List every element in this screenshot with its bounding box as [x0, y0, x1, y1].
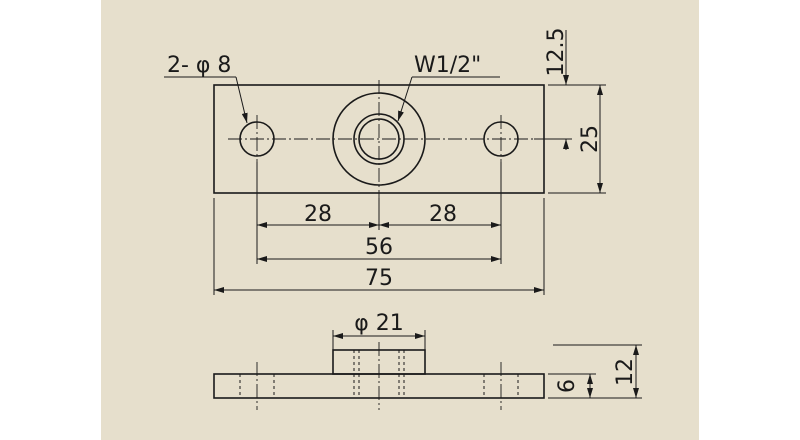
dim-text-12: 12	[613, 358, 638, 386]
dim-text-56: 56	[365, 235, 393, 260]
thread-callout-label: W1/2"	[414, 53, 481, 78]
dim-text-12-5: 12.5	[544, 28, 569, 77]
dim-text-6: 6	[555, 379, 580, 393]
dim-text-28-right: 28	[429, 202, 457, 227]
hole-callout-label: 2- φ 8	[167, 53, 231, 78]
dim-text-28-left: 28	[304, 202, 332, 227]
thread-callout-leader	[397, 76, 413, 122]
hole-callout-leader	[235, 76, 248, 124]
drawing-panel	[101, 0, 699, 440]
dim-text-phi-21: φ 21	[354, 311, 404, 336]
dim-text-75: 75	[365, 266, 393, 291]
side-view: φ 21 12 6	[213, 311, 642, 410]
dim-text-25: 25	[578, 125, 603, 153]
top-view: 2- φ 8 W1/2" 28 28 56 75 25 12.5	[164, 28, 606, 295]
